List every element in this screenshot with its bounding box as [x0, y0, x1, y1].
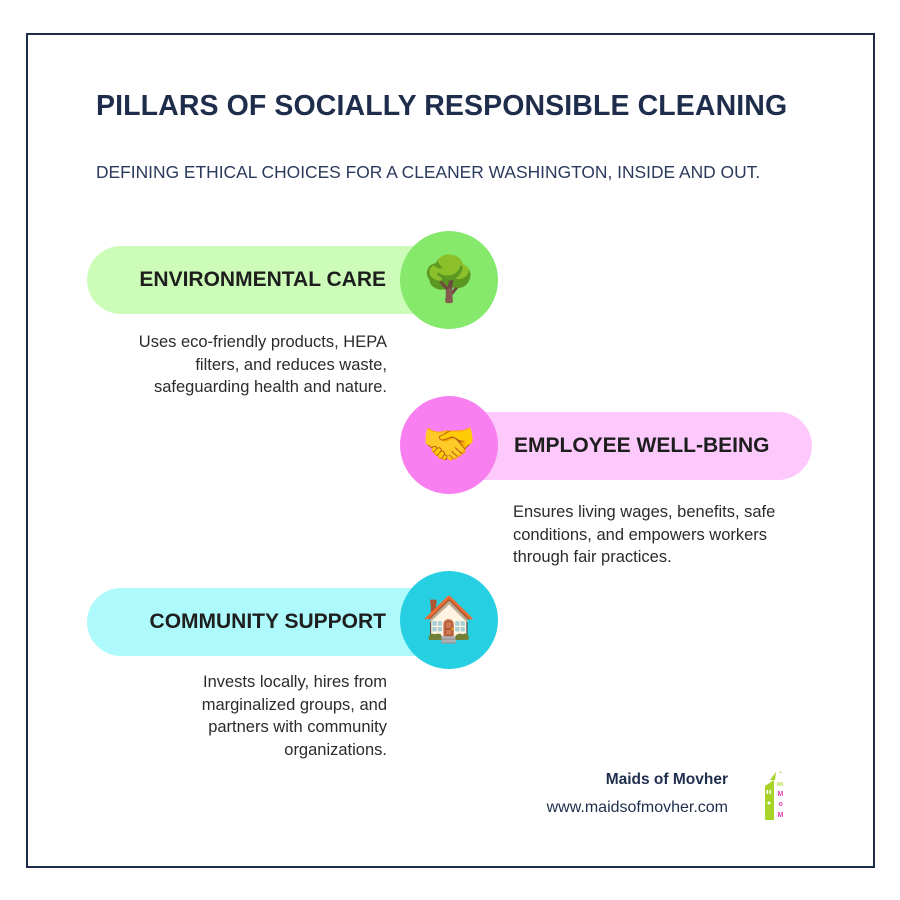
maids-of-movher-logo: + M o M: [760, 770, 790, 822]
pillar-environmental-care-badge: 🌳: [400, 231, 498, 329]
pillar-community-support-badge: 🏠: [400, 571, 498, 669]
pillar-description: Invests locally, hires from marginalized…: [201, 673, 387, 759]
svg-text:o: o: [779, 801, 783, 808]
pillar-title: ENVIRONMENTAL CARE: [139, 268, 386, 291]
pillar-description: Ensures living wages, benefits, safe con…: [513, 503, 776, 566]
infographic-frame: [26, 33, 875, 868]
pillar-title: COMMUNITY SUPPORT: [149, 610, 386, 633]
svg-text:+: +: [779, 770, 782, 776]
brand-website-link[interactable]: www.maidsofmovher.com: [546, 799, 728, 816]
tree-icon: 🌳: [421, 255, 477, 304]
page-title: PILLARS OF SOCIALLY RESPONSIBLE CLEANING: [96, 90, 788, 122]
pillar-description: Uses eco-friendly products, HEPA filters…: [138, 333, 387, 396]
page-subtitle: DEFINING ETHICAL CHOICES FOR A CLEANER W…: [96, 162, 761, 182]
svg-text:M: M: [778, 791, 784, 798]
pillar-title: EMPLOYEE WELL-BEING: [514, 434, 770, 457]
svg-text:M: M: [778, 812, 784, 819]
pillar-employee-well-being-badge: 🤝: [400, 396, 498, 494]
brand-name: Maids of Movher: [605, 771, 728, 788]
house-icon: 🏠: [421, 595, 477, 644]
handshake-icon: 🤝: [421, 420, 477, 469]
building-logo-icon: + M o M: [765, 770, 784, 820]
